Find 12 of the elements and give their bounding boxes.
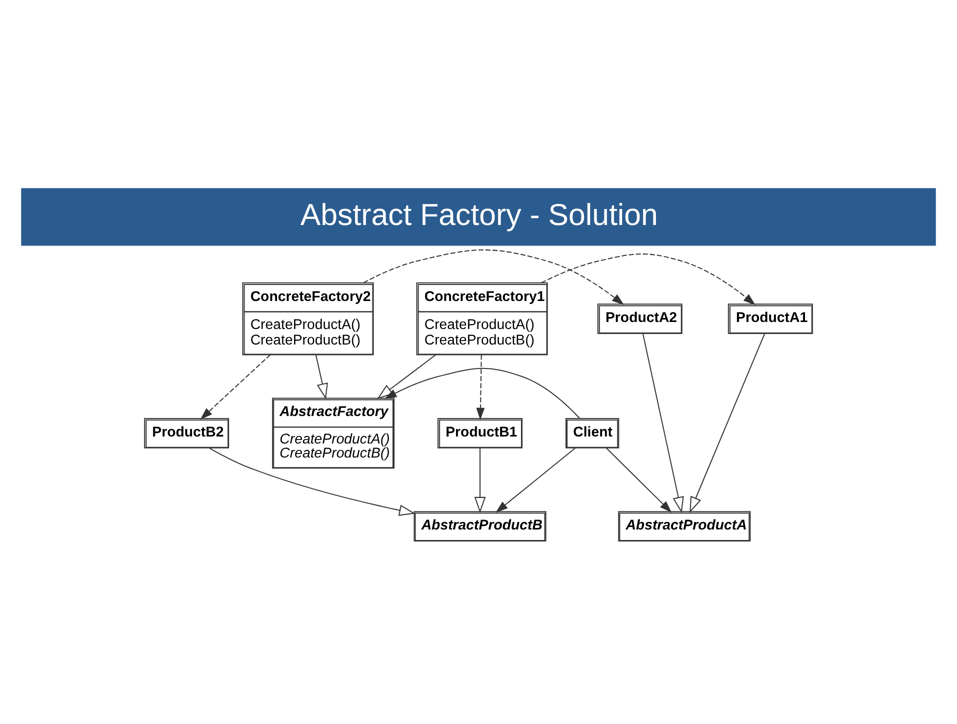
arrow [363,248,624,305]
arrow [209,447,416,516]
arrow [315,354,328,400]
arrow [496,447,576,512]
arrow [690,332,766,512]
arrow [541,253,756,305]
arrow [474,448,486,513]
arrow [642,333,684,513]
diagram-title: Abstract Factory - Solution [300,198,658,232]
arrow [200,354,271,419]
arrow [606,447,672,512]
arrow [476,354,485,420]
